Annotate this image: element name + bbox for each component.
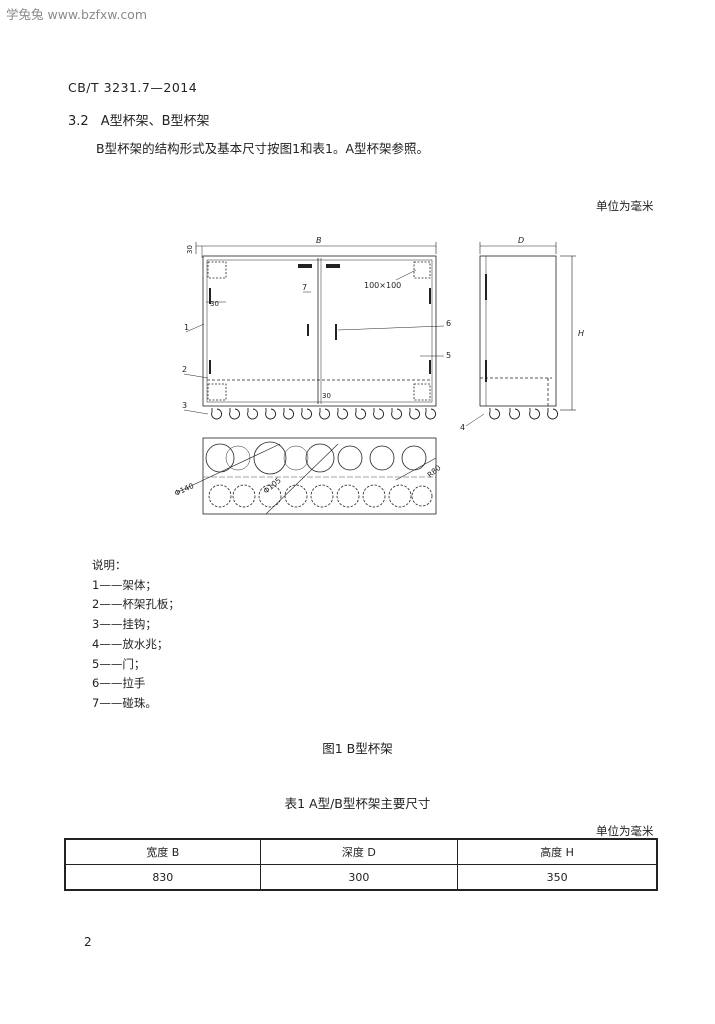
standard-number: CB/T 3231.7—2014: [68, 80, 198, 95]
cup-rack-drawing: B 30 1: [168, 232, 588, 522]
dim-30-bottom-label: 30: [322, 392, 331, 400]
callout-1: 1: [184, 323, 189, 332]
legend-item: 5——门；: [92, 656, 146, 671]
watermark: 学兔兔 www.bzfxw.com: [6, 7, 148, 22]
section-heading: 3.2 A型杯架、B型杯架: [68, 110, 210, 129]
legend-item: 1——架体；: [92, 577, 157, 592]
dim-phi105-label: Φ105: [262, 475, 283, 495]
front-view: B 30 1: [182, 236, 451, 420]
dim-d-label: D: [518, 236, 524, 245]
table-header-cell: 宽度 B: [64, 838, 261, 865]
figure-caption: 图1 B型杯架: [322, 741, 393, 756]
section-title: A型杯架、B型杯架: [100, 114, 210, 129]
table-cell: 350: [457, 864, 658, 891]
dim-phi140-label: Φ140: [173, 481, 195, 498]
table-title: 表1 A型/B型杯架主要尺寸: [284, 796, 431, 811]
dim-r80-label: R80: [426, 463, 443, 480]
body-paragraph: B型杯架的结构形式及基本尺寸按图1和表1。A型杯架参照。: [96, 141, 430, 156]
callout-3: 3: [182, 401, 187, 410]
legend-item: 2——杯架孔板；: [92, 597, 180, 612]
callout-6: 6: [446, 319, 451, 328]
page-number: 2: [84, 935, 92, 949]
legend: 说明： 1——架体； 2——杯架孔板； 3——挂钩； 4——放水兆； 5——门；…: [92, 556, 180, 714]
table-cell: 830: [64, 864, 261, 891]
callout-4: 4: [460, 423, 465, 432]
dim-h-label: H: [578, 329, 584, 338]
figure-unit-label: 单位为毫米: [596, 199, 654, 213]
dimensions-table: 宽度 B 深度 D 高度 H 830 300 350: [64, 838, 658, 891]
legend-item: 3——挂钩；: [92, 617, 157, 632]
section-number: 3.2: [68, 114, 89, 129]
table-header-row: 宽度 B 深度 D 高度 H: [64, 838, 658, 865]
table-unit-label: 单位为毫米: [596, 824, 654, 838]
table-header-cell: 深度 D: [259, 838, 459, 865]
callout-5: 5: [446, 351, 451, 360]
dim-b-label: B: [316, 236, 322, 245]
legend-title: 说明：: [92, 558, 127, 572]
side-view: D H 4: [460, 236, 584, 432]
dim-30-top-label: 30: [186, 245, 194, 254]
legend-item: 6——拉手: [92, 676, 146, 691]
legend-item: 7——碰珠。: [92, 695, 157, 710]
table-header-cell: 高度 H: [457, 838, 658, 865]
callout-2: 2: [182, 365, 187, 374]
plan-view: Φ140 Φ105 R80: [173, 437, 443, 515]
callout-7: 7: [302, 283, 307, 292]
table-cell: 300: [259, 864, 459, 891]
legend-item: 4——放水兆；: [92, 636, 169, 651]
table-row: 830 300 350: [64, 864, 658, 891]
dim-30-left-label: 30: [210, 300, 219, 308]
dim-100-label: 100×100: [364, 281, 401, 290]
